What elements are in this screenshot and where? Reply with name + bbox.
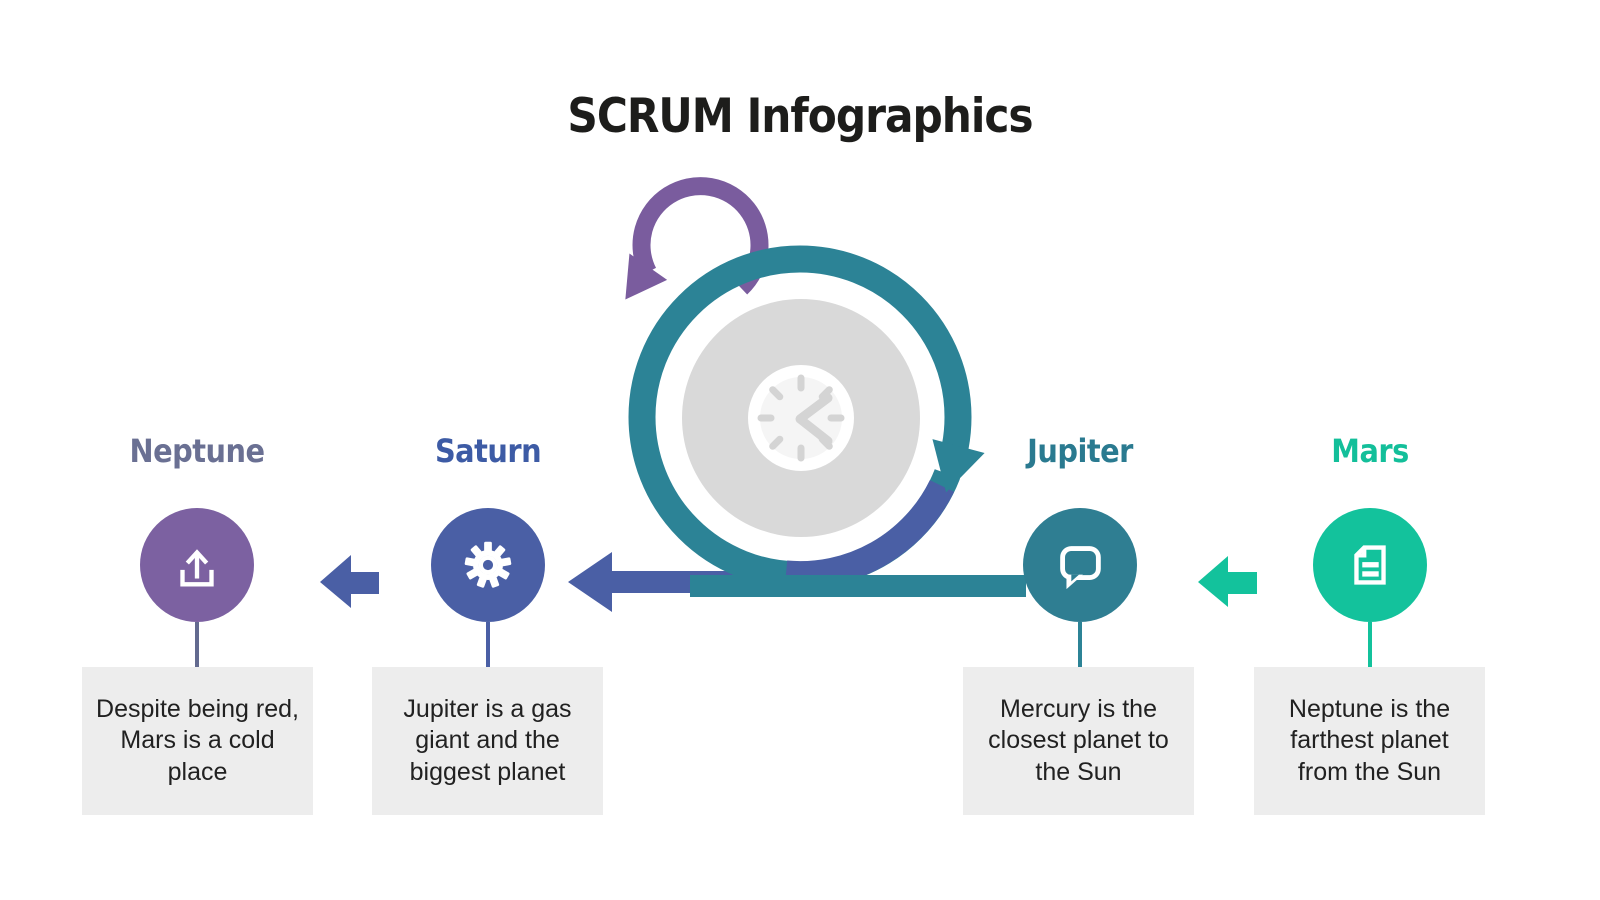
node-label-neptune: Neptune xyxy=(129,432,265,470)
node-label-saturn: Saturn xyxy=(434,432,542,470)
desc-box-saturn: Jupiter is a gas giant and the biggest p… xyxy=(372,667,603,815)
desc-text: Mercury is the closest planet to the Sun xyxy=(988,694,1169,786)
document-icon xyxy=(1354,545,1386,585)
teal-bar xyxy=(690,575,1026,597)
desc-box-jupiter: Mercury is the closest planet to the Sun xyxy=(963,667,1194,815)
desc-box-mars: Neptune is the farthest planet from the … xyxy=(1254,667,1485,815)
node-label-jupiter: Jupiter xyxy=(1027,432,1133,470)
node-circle-saturn xyxy=(431,508,545,622)
gear-icon xyxy=(464,541,512,588)
node-circle-mars xyxy=(1313,508,1427,622)
left-block-arrow-indigo xyxy=(320,555,379,608)
desc-text: Neptune is the farthest planet from the … xyxy=(1288,694,1451,786)
desc-text: Jupiter is a gas giant and the biggest p… xyxy=(403,694,572,786)
speech-bubble-icon xyxy=(1060,546,1101,590)
teal-loop-arrowhead xyxy=(932,439,985,493)
desc-box-neptune: Despite being red, Mars is a cold place xyxy=(82,667,313,815)
indigo-arc xyxy=(784,479,955,589)
upload-icon xyxy=(180,549,214,587)
clock-icon xyxy=(748,365,854,471)
page-title: SCRUM Infographics xyxy=(567,89,1033,145)
node-label-mars: Mars xyxy=(1331,432,1409,470)
node-circle-jupiter xyxy=(1023,508,1137,622)
left-block-arrow-green xyxy=(1198,556,1257,607)
node-circle-neptune xyxy=(140,508,254,622)
desc-text: Despite being red, Mars is a cold place xyxy=(96,694,299,786)
